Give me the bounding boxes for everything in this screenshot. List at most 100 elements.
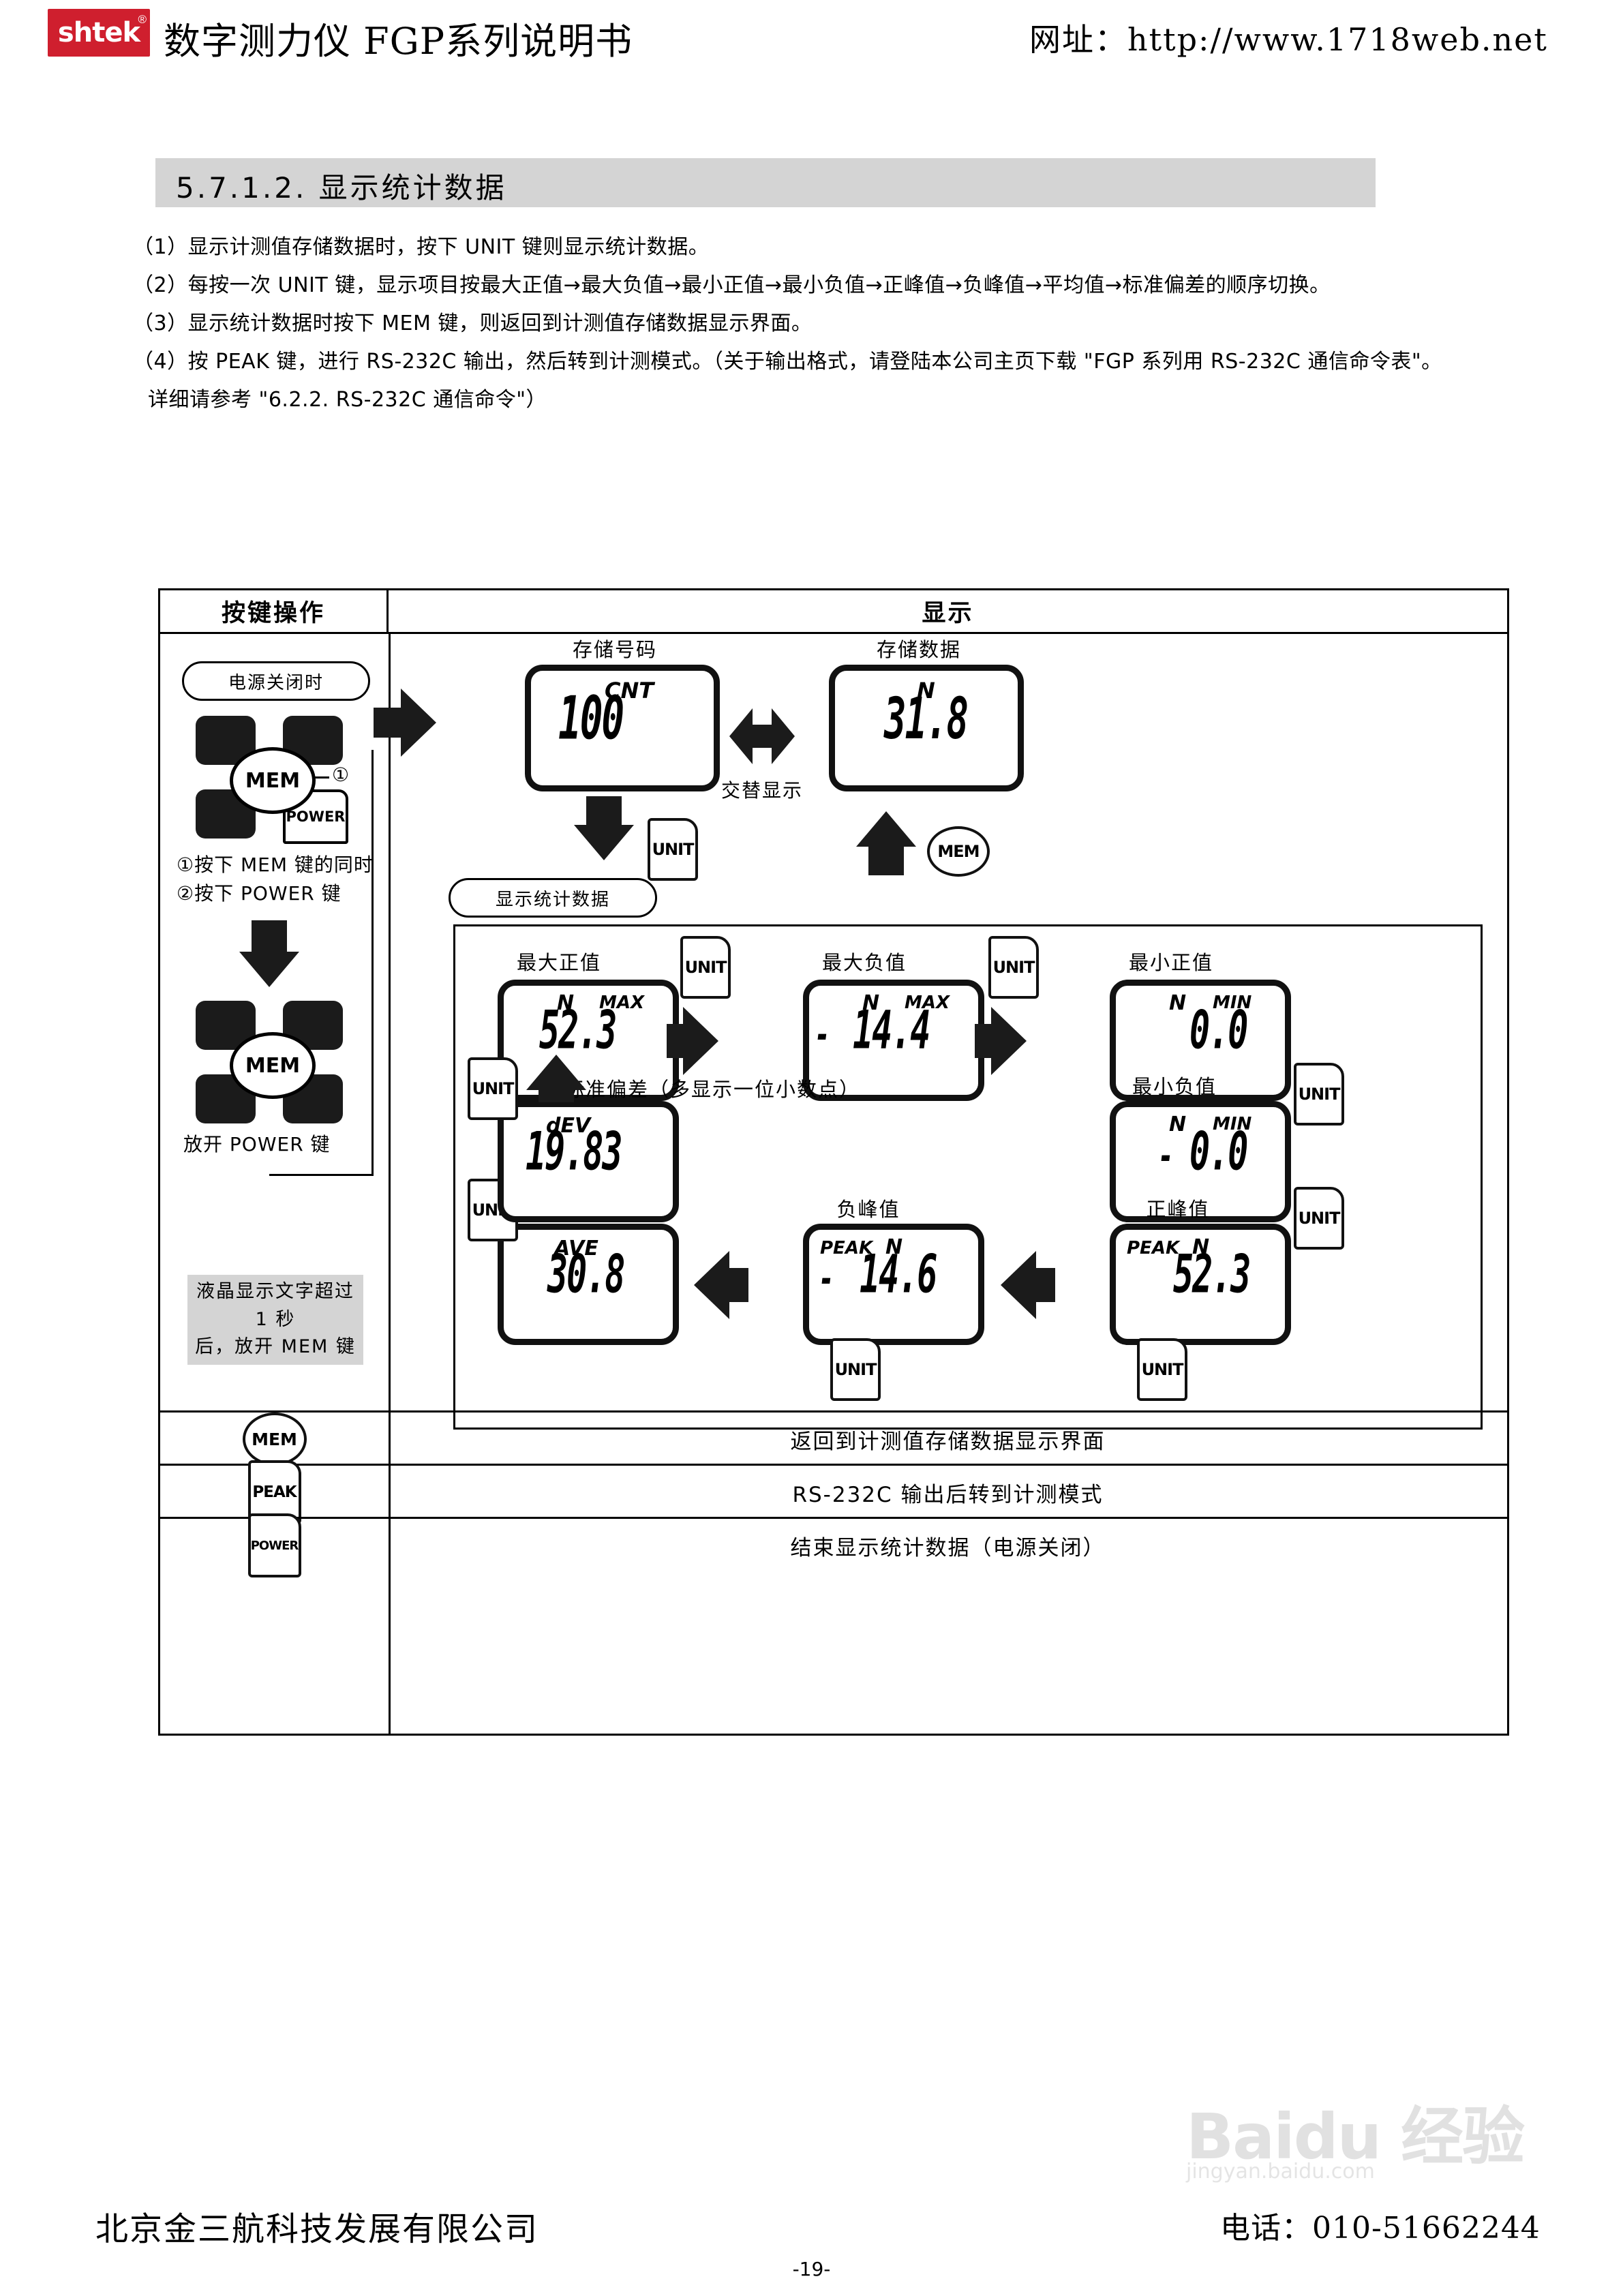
stat-caption-max-positive: 最大正值: [516, 951, 601, 974]
power-key-icon-row[interactable]: POWER: [247, 1513, 301, 1577]
stat-arrow-up-1-stem: [539, 1089, 574, 1102]
lcd-standard-deviation: dEV 19.83: [498, 1101, 679, 1222]
document-title: 数字测力仪 FGP系列说明书: [164, 20, 633, 63]
shtek-logo: shtek ®: [48, 9, 150, 57]
unit-key-6-label: UNIT: [834, 1360, 877, 1379]
operation-flow-table: 按键操作 显示 电源关闭时 POWER MEM ① ② ①按下 MEM 键的同时…: [158, 588, 1509, 1736]
release-power-instruction: 放开 POWER 键: [183, 1133, 331, 1155]
memory-number-caption: 存储号码: [572, 638, 657, 661]
unit-key-icon-3[interactable]: UNIT: [1294, 1063, 1344, 1126]
power-off-state-pill: 电源关闭时: [182, 661, 370, 701]
power-row-key-label: POWER: [250, 1538, 299, 1553]
page-header: shtek ® 数字测力仪 FGP系列说明书 网址：http://www.171…: [0, 0, 1623, 72]
stat-arrow-left-1: [1001, 1251, 1036, 1319]
table-row-mem: MEM 返回到计测值存储数据显示界面: [160, 1410, 1507, 1466]
lcd-max-positive-tag-max: MAX: [599, 993, 645, 1013]
lcd-average: AVE 30.8: [498, 1224, 679, 1345]
unit-key-4-label: UNIT: [1298, 1209, 1341, 1228]
lcd-min-positive-tag-min: MIN: [1213, 993, 1252, 1013]
keypad-step-1: POWER MEM: [196, 716, 348, 844]
peak-row-description: RS-232C 输出后转到计测模式: [792, 1482, 1104, 1507]
unit-flow-arrow-down: [574, 825, 634, 860]
unit-key-icon-4[interactable]: UNIT: [1294, 1187, 1344, 1250]
lcd-min-positive-tag-n: N: [1169, 991, 1187, 1015]
lcd-memory-number: CNT 100: [525, 665, 720, 791]
mem-row-key-cell[interactable]: MEM: [160, 1413, 389, 1466]
step-instruction-2: ②按下 POWER 键: [177, 882, 342, 905]
mem-return-arrow-stem: [868, 845, 904, 875]
unit-key-2-label: UNIT: [992, 958, 1035, 977]
stat-arrow-left-2-stem: [729, 1268, 748, 1302]
key-operation-column: 电源关闭时 POWER MEM ① ② ①按下 MEM 键的同时 ②按下 POW…: [160, 634, 389, 1734]
stat-arrow-left-2: [694, 1251, 729, 1319]
lcd-peak-positive-tag-n: N: [1192, 1235, 1210, 1259]
lcd-max-negative: N MAX - 14.4: [803, 980, 984, 1101]
peak-row-key-label: PEAK: [252, 1483, 297, 1501]
lcd-min-negative-tag-min: MIN: [1213, 1114, 1252, 1134]
paragraph-2: （2）每按一次 UNIT 键，显示项目按最大正值→最大负值→最小正值→最小负值→…: [133, 273, 1331, 297]
step-instruction-1: ①按下 MEM 键的同时: [177, 854, 374, 876]
mem-key-icon-row[interactable]: MEM: [242, 1413, 307, 1466]
lcd-min-negative-value: 0.0: [1189, 1121, 1248, 1182]
lcd-max-negative-sign: -: [815, 1011, 830, 1058]
stat-caption-min-negative: 最小负值: [1132, 1075, 1217, 1098]
mem-key-held[interactable]: MEM: [230, 1032, 316, 1099]
unit-key-icon-1[interactable]: UNIT: [680, 936, 731, 999]
lcd-peak-positive-tag-peak: PEAK: [1127, 1238, 1180, 1258]
stat-arrow-up-1: [526, 1055, 586, 1090]
unit-key-5-label: UNIT: [1141, 1360, 1184, 1379]
power-row-key-cell[interactable]: POWER: [160, 1513, 389, 1577]
lcd-max-negative-tag-max: MAX: [905, 993, 950, 1013]
stat-caption-min-positive: 最小正值: [1128, 951, 1213, 974]
show-statistics-pill: 显示统计数据: [449, 878, 657, 918]
lcd-memory-data-value: 31.8: [884, 685, 969, 752]
lcd-peak-negative-sign: -: [819, 1255, 834, 1302]
mem-row-key-label: MEM: [252, 1429, 297, 1449]
unit-key-icon-5[interactable]: UNIT: [1137, 1338, 1187, 1401]
flow-connector-path: [269, 750, 374, 1176]
flow-arrow-down-1: [239, 952, 299, 987]
registered-trademark-icon: ®: [138, 13, 147, 26]
mem-key-return-label: MEM: [937, 842, 980, 861]
stat-arrow-left-1-stem: [1036, 1268, 1055, 1302]
show-statistics-pill-label: 显示统计数据: [495, 889, 610, 910]
footer-phone-number: 电话：010-51662244: [1220, 2211, 1541, 2246]
entry-arrow-right: [401, 689, 436, 757]
unit-key-icon-6[interactable]: UNIT: [830, 1338, 881, 1401]
lcd-min-negative: N MIN - 0.0: [1110, 1101, 1291, 1222]
lcd-max-negative-value: 14.4: [853, 999, 930, 1061]
power-off-state-label: 电源关闭时: [228, 672, 324, 693]
unit-flow-arrow-stem: [586, 796, 622, 826]
lcd-dev-tag: dEV: [546, 1114, 591, 1138]
stat-arrow-right-2: [991, 1007, 1027, 1075]
header-website-url: 网址：http://www.1718web.net: [1029, 21, 1548, 58]
lcd-memory-number-value: 100: [558, 684, 624, 753]
paragraph-4: （4）按 PEAK 键，进行 RS-232C 输出，然后转到计测模式。（关于输出…: [133, 350, 1442, 374]
lcd-min-positive-value: 0.0: [1189, 999, 1248, 1061]
section-heading-text: 5.7.1.2. 显示统计数据: [176, 171, 507, 205]
paragraph-4-continued: 详细请参考 "6.2.2. RS-232C 通信命令"）: [148, 388, 547, 412]
table-row-peak: PEAK RS-232C 输出后转到计测模式: [160, 1460, 1507, 1524]
alternating-display-arrow: [729, 699, 795, 774]
lcd-peak-positive-value: 52.3: [1173, 1243, 1251, 1305]
stat-caption-peak-positive: 正峰值: [1146, 1198, 1210, 1221]
lcd-peak-negative: PEAK N - 14.6: [803, 1224, 984, 1345]
lcd-peak-positive: PEAK N 52.3: [1110, 1224, 1291, 1345]
peak-row-key-cell[interactable]: PEAK: [160, 1460, 389, 1524]
power-key-highlighted[interactable]: POWER: [283, 789, 348, 844]
statistics-cycle-box: 最大正值 N MAX 52.3 UNIT 最大负值 N MAX - 14.4: [453, 924, 1483, 1430]
stat-caption-peak-negative: 负峰值: [836, 1198, 900, 1221]
memory-data-caption: 存储数据: [876, 638, 961, 661]
logo-text: shtek: [57, 17, 140, 48]
mem-key-icon-return[interactable]: MEM: [927, 826, 990, 877]
mem-key-held-label: MEM: [245, 1053, 301, 1078]
mem-key-highlighted[interactable]: MEM: [230, 747, 316, 814]
unit-key-icon-entry[interactable]: UNIT: [648, 818, 698, 881]
lcd-n-tag: N: [917, 678, 935, 704]
unit-key-icon-8[interactable]: UNIT: [468, 1057, 518, 1120]
mem-release-note: 液晶显示文字超过 1 秒 后，放开 MEM 键: [187, 1275, 363, 1365]
power-row-description: 结束显示统计数据（电源关闭）: [790, 1535, 1106, 1560]
mem-return-arrow-up: [856, 811, 916, 847]
unit-key-icon-2[interactable]: UNIT: [988, 936, 1039, 999]
lcd-cnt-tag: CNT: [605, 678, 654, 704]
